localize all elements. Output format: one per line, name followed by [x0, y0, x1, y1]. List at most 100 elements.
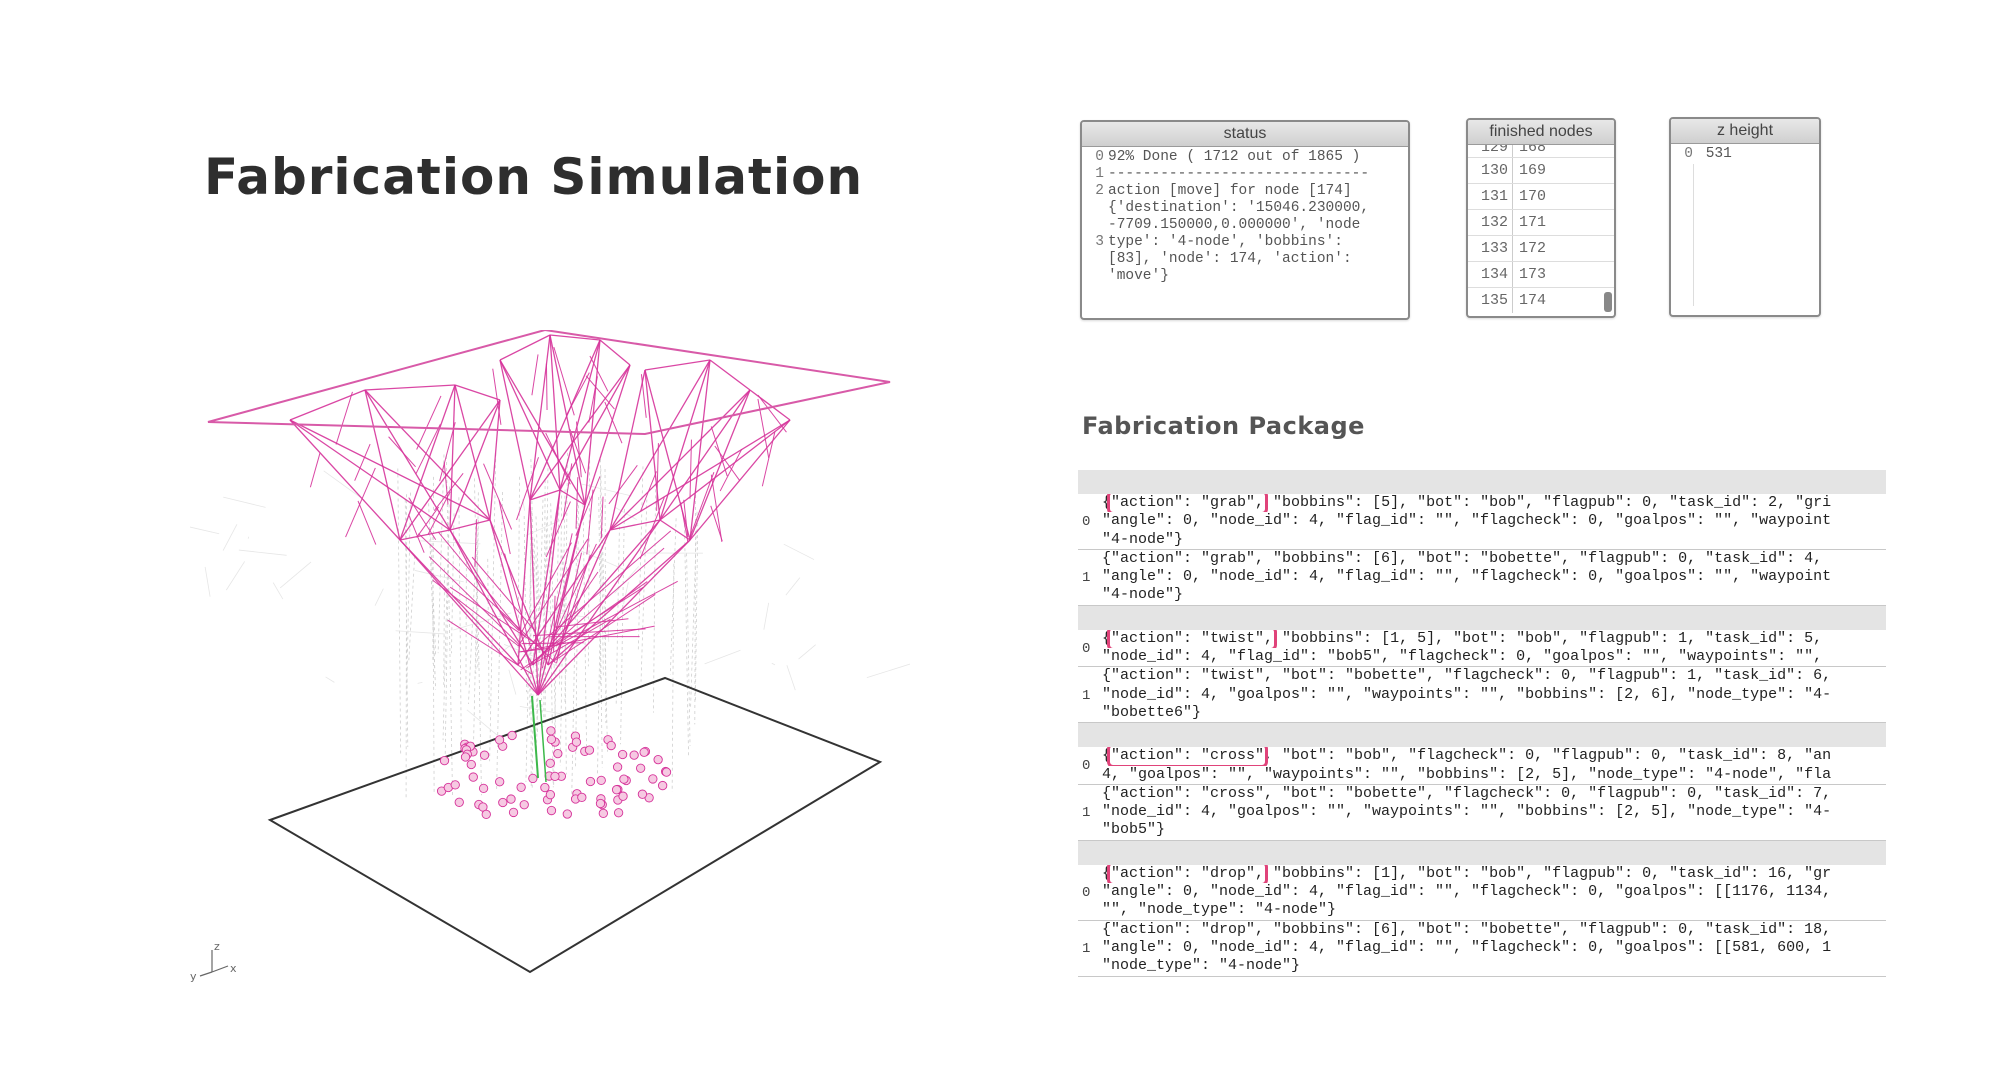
lattice-member: [454, 384, 491, 521]
finished-node-index: 129: [1468, 145, 1513, 157]
lattice-member: [501, 613, 520, 632]
lattice-member: [520, 625, 655, 653]
finished-nodes-header: finished nodes: [1468, 120, 1614, 145]
ghost-line: [487, 558, 490, 710]
lattice-member: [309, 452, 321, 488]
action-highlight: "action": "cross": [1107, 747, 1269, 766]
finished-node-index: 132: [1468, 210, 1513, 235]
robot-node-marker: [619, 774, 629, 784]
lattice-member: [656, 443, 659, 511]
lattice-member: [710, 505, 723, 542]
lattice-member: [408, 514, 425, 553]
ghost-line: [468, 564, 476, 704]
lattice-member: [454, 384, 501, 401]
fabrication-package-list[interactable]: 0{"action": "grab", "bobbins": [5], "bot…: [1078, 470, 1886, 986]
z-height-divider: [1693, 164, 1694, 306]
status-row-text: type': '4-node', 'bobbins':: [1108, 234, 1343, 250]
finished-node-value: 173: [1519, 266, 1547, 283]
lattice-member: [644, 359, 711, 371]
lattice-member: [604, 401, 623, 444]
finished-node-index: 135: [1468, 288, 1513, 313]
package-line: "", "node_type": "4-node"}: [1102, 901, 1337, 919]
robot-node-marker: [481, 809, 491, 819]
robot-node-marker: [454, 797, 464, 807]
ghost-line: [786, 665, 796, 691]
robot-node-marker: [636, 763, 646, 773]
package-entry[interactable]: 1{"action": "drop", "bobbins": [6], "bot…: [1078, 921, 1886, 976]
lattice-member: [553, 595, 556, 652]
lattice-member: [418, 533, 556, 664]
lattice-member: [517, 538, 589, 647]
ghost-line: [458, 497, 462, 761]
support-strut: [531, 695, 539, 779]
finished-node-index: 131: [1468, 184, 1513, 209]
lattice-member: [489, 519, 549, 666]
ghost-line: [600, 468, 604, 676]
status-row: 1------------------------------: [1082, 166, 1408, 183]
package-entry[interactable]: 0{"action": "cross", "bot": "bob", "flag…: [1078, 747, 1886, 784]
package-entry[interactable]: 0{"action": "drop", "bobbins": [1], "bot…: [1078, 864, 1886, 920]
package-line: "angle": 0, "node_id": 4, "flag_id": "",…: [1102, 512, 1832, 530]
robot-node-marker: [506, 794, 516, 804]
package-entry-index: 1: [1082, 687, 1091, 704]
package-separator: [1078, 722, 1886, 724]
robot-node-marker: [606, 740, 616, 751]
robot-node-marker: [617, 749, 628, 760]
ghost-line: [374, 588, 384, 606]
package-entry[interactable]: 1{"action": "cross", "bot": "bobette", "…: [1078, 785, 1886, 840]
package-entry-index: 0: [1082, 640, 1091, 657]
ghost-line: [653, 471, 657, 713]
ghost-structure: [173, 452, 919, 799]
lattice-member: [659, 359, 711, 521]
lattice-member: [640, 374, 647, 418]
lattice-member: [408, 497, 437, 541]
page-title: Fabrication Simulation: [204, 148, 864, 206]
lattice-member: [566, 372, 590, 416]
status-row: {'destination': '15046.230000,: [1082, 200, 1408, 217]
robot-node-marker: [657, 780, 668, 791]
lattice-member: [551, 593, 656, 663]
lattice-member: [589, 355, 609, 392]
lattice-member: [416, 395, 442, 450]
lattice-member: [575, 477, 579, 529]
package-line: "node_id": 4, "flag_id": "bob5", "flagch…: [1102, 648, 1823, 666]
ghost-line: [519, 705, 570, 716]
lattice-member: [644, 369, 661, 521]
ghost-line: [444, 528, 450, 761]
package-entry[interactable]: 1{"action": "twist", "bot": "bobette", "…: [1078, 667, 1886, 722]
z-height-panel[interactable]: z height 0 531: [1669, 117, 1821, 317]
lattice-member: [498, 500, 511, 555]
lattice-member: [584, 339, 601, 506]
lattice-member: [559, 339, 601, 491]
package-entry[interactable]: 1{"action": "grab", "bobbins": [6], "bot…: [1078, 550, 1886, 605]
package-entry[interactable]: 0{"action": "grab", "bobbins": [5], "bot…: [1078, 494, 1886, 549]
robot-node-marker: [629, 750, 639, 760]
status-row-index: 2: [1095, 183, 1104, 199]
status-row-text: [83], 'node': 174, 'action':: [1108, 251, 1352, 267]
lattice-member: [659, 519, 691, 541]
ghost-line: [508, 669, 517, 695]
action-highlight: "action": "drop",: [1107, 864, 1269, 884]
action-highlight: "action": "twist",: [1107, 629, 1278, 649]
scrollbar-thumb[interactable]: [1604, 292, 1612, 312]
package-entry[interactable]: 0{"action": "twist", "bobbins": [1, 5], …: [1078, 629, 1886, 667]
package-separator: [1078, 919, 1886, 921]
robot-node-marker: [507, 730, 517, 741]
package-line: "angle": 0, "node_id": 4, "flag_id": "",…: [1102, 883, 1832, 901]
package-separator: [1078, 604, 1886, 606]
ghost-line: [223, 496, 266, 508]
ghost-line: [704, 649, 741, 665]
simulation-viewport[interactable]: z x y: [173, 328, 919, 1010]
lattice-member: [537, 539, 691, 696]
lattice-member: [428, 556, 525, 650]
robot-node-marker: [577, 792, 587, 802]
finished-node-index: 130: [1468, 158, 1513, 183]
lattice-member: [761, 431, 776, 487]
lattice-member: [432, 579, 519, 647]
